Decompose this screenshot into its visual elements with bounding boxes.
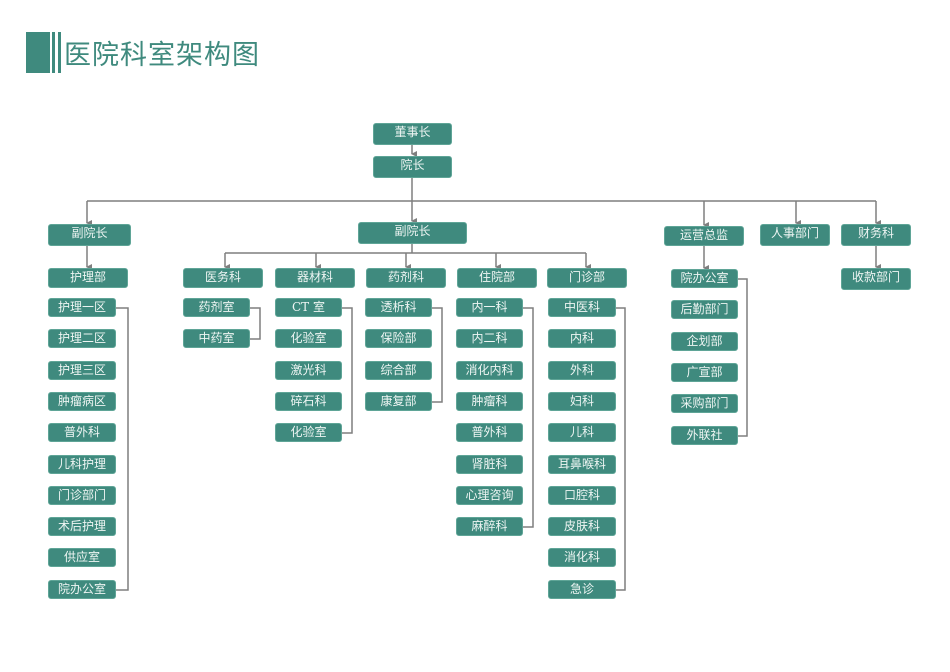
operations-item[interactable]: 企划部: [671, 332, 738, 351]
node-cashier[interactable]: 收款部门: [841, 268, 911, 290]
bracket-connector: [116, 307, 129, 591]
department-item[interactable]: 急诊: [548, 580, 616, 599]
operations-item[interactable]: 广宣部: [671, 363, 738, 382]
department-item[interactable]: 术后护理: [48, 517, 116, 536]
title-accent-stripe: [52, 32, 55, 73]
department-item[interactable]: CT 室: [275, 298, 342, 317]
department-item[interactable]: 消化科: [548, 548, 616, 567]
department-item[interactable]: 门诊部门: [48, 486, 116, 505]
department-item[interactable]: 内一科: [456, 298, 523, 317]
department-item[interactable]: 保险部: [365, 329, 432, 348]
department-item[interactable]: 碎石科: [275, 392, 342, 411]
department-item[interactable]: 肾脏科: [456, 455, 523, 474]
department-item[interactable]: 麻醉科: [456, 517, 523, 536]
department-item[interactable]: 康复部: [365, 392, 432, 411]
department-item[interactable]: 化验室: [275, 329, 342, 348]
department-item[interactable]: 中医科: [548, 298, 616, 317]
department-item[interactable]: 肿瘤病区: [48, 392, 116, 411]
operations-item[interactable]: 外联社: [671, 426, 738, 445]
department-item[interactable]: 药剂室: [183, 298, 250, 317]
department-item[interactable]: 综合部: [365, 361, 432, 380]
department-header[interactable]: 门诊部: [547, 268, 627, 288]
department-item[interactable]: 心理咨询: [456, 486, 523, 505]
node-vice-president-center[interactable]: 副院长: [358, 222, 467, 244]
title-accent-stripe: [58, 32, 61, 73]
bracket-connector: [250, 307, 261, 340]
department-item[interactable]: 供应室: [48, 548, 116, 567]
department-header[interactable]: 医务科: [183, 268, 263, 288]
department-item[interactable]: 化验室: [275, 423, 342, 442]
department-header[interactable]: 护理部: [48, 268, 128, 288]
department-item[interactable]: 妇科: [548, 392, 616, 411]
department-item[interactable]: 内二科: [456, 329, 523, 348]
department-item[interactable]: 肿瘤科: [456, 392, 523, 411]
department-item[interactable]: 普外科: [48, 423, 116, 442]
operations-item[interactable]: 采购部门: [671, 394, 738, 413]
department-item[interactable]: 外科: [548, 361, 616, 380]
bracket-connector: [523, 307, 534, 528]
department-item[interactable]: 耳鼻喉科: [548, 455, 616, 474]
department-item[interactable]: 口腔科: [548, 486, 616, 505]
department-item[interactable]: 中药室: [183, 329, 250, 348]
operations-item[interactable]: 后勤部门: [671, 300, 738, 319]
department-header[interactable]: 药剂科: [366, 268, 446, 288]
department-item[interactable]: 内科: [548, 329, 616, 348]
department-item[interactable]: 皮肤科: [548, 517, 616, 536]
bracket-connector: [616, 307, 626, 591]
node-hr[interactable]: 人事部门: [760, 224, 830, 246]
bracket-connector: [432, 307, 443, 403]
department-item[interactable]: 儿科护理: [48, 455, 116, 474]
node-chairman[interactable]: 董事长: [373, 123, 452, 145]
node-president[interactable]: 院长: [373, 156, 452, 178]
operations-item[interactable]: 院办公室: [671, 269, 738, 288]
bracket-connector: [342, 307, 353, 434]
node-vice-president-left[interactable]: 副院长: [48, 224, 131, 246]
department-header[interactable]: 器材科: [275, 268, 355, 288]
department-header[interactable]: 住院部: [457, 268, 537, 288]
department-item[interactable]: 儿科: [548, 423, 616, 442]
department-item[interactable]: 护理三区: [48, 361, 116, 380]
department-item[interactable]: 消化内科: [456, 361, 523, 380]
department-item[interactable]: 激光科: [275, 361, 342, 380]
department-item[interactable]: 普外科: [456, 423, 523, 442]
department-item[interactable]: 透析科: [365, 298, 432, 317]
department-item[interactable]: 护理二区: [48, 329, 116, 348]
node-finance[interactable]: 财务科: [841, 224, 911, 246]
node-operations-director[interactable]: 运营总监: [664, 226, 744, 246]
page-title: 医院科室架构图: [64, 40, 260, 71]
title-accent-block: [26, 32, 50, 73]
department-item[interactable]: 院办公室: [48, 580, 116, 599]
department-item[interactable]: 护理一区: [48, 298, 116, 317]
bracket-connector: [738, 278, 748, 437]
